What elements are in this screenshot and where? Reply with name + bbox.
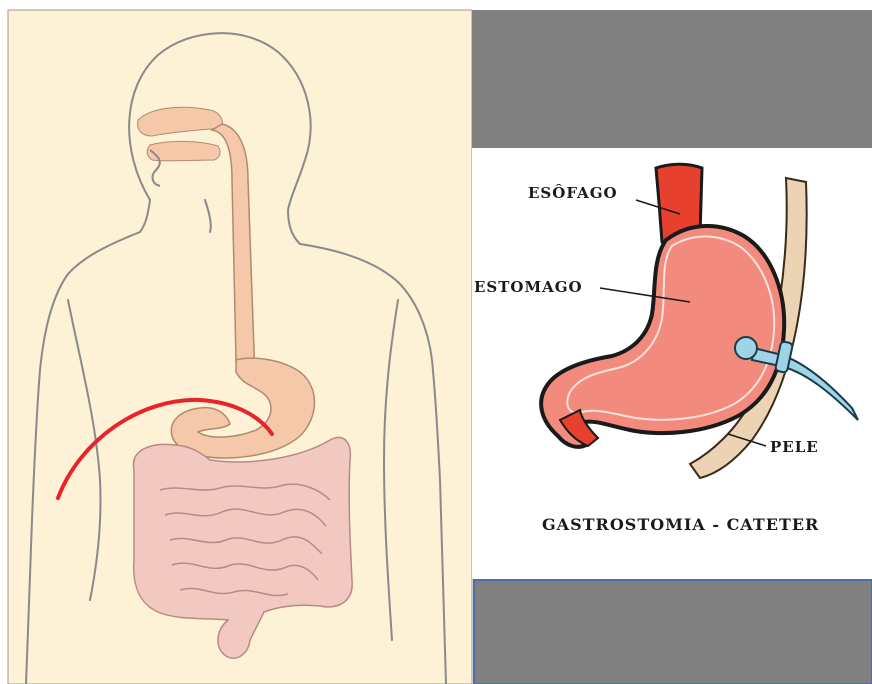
label-skin: PELE xyxy=(770,438,819,456)
label-esophagus: ESÔFAGO xyxy=(528,184,618,202)
top-right-gray-panel xyxy=(472,10,872,148)
diagram-caption: GASTROSTOMIA - CATETER xyxy=(542,515,819,534)
bottom-right-gray-panel xyxy=(474,580,872,684)
label-stomach: ESTOMAGO xyxy=(474,278,583,296)
catheter-balloon xyxy=(735,337,757,359)
